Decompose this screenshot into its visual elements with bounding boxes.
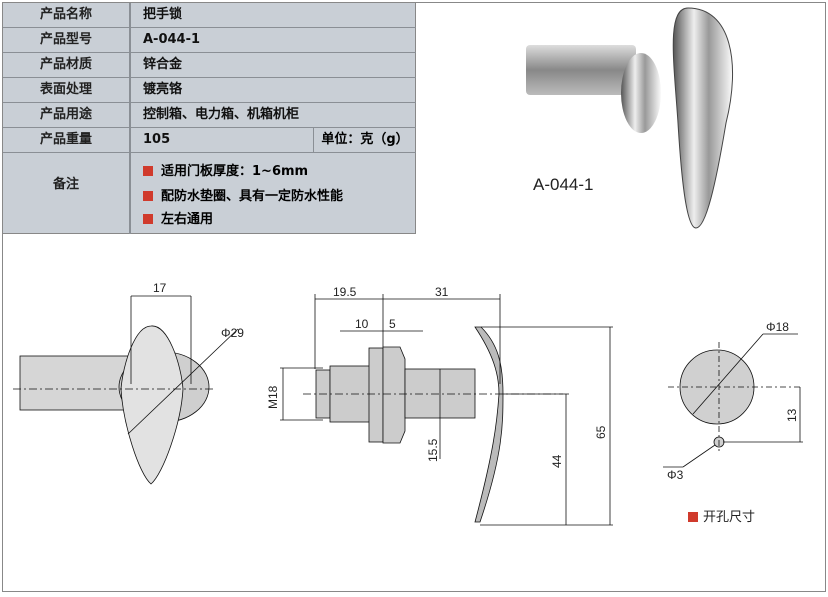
dim-65: 65 xyxy=(594,425,608,439)
row-value: 镀亮铬 xyxy=(143,82,183,97)
dim-thread: M18 xyxy=(266,385,280,409)
note-text: 适用门板厚度：1~6mm xyxy=(161,164,309,179)
handle-lock-photo: A-044-1 xyxy=(526,7,734,229)
row-value: 把手锁 xyxy=(143,7,183,22)
bullet-square-icon xyxy=(143,191,153,201)
row-value: 105 xyxy=(143,132,171,147)
bullet-square-icon xyxy=(143,214,153,224)
spec-row-name: 产品名称把手锁 xyxy=(3,3,416,28)
row-label: 产品用途 xyxy=(3,103,131,127)
note-item: 配防水垫圈、具有一定防水性能 xyxy=(143,188,343,206)
product-photo: A-044-1 xyxy=(416,3,827,234)
cutout-view: 13 Φ18 Φ3 开孔尺寸 xyxy=(663,320,803,524)
dim-width: 17 xyxy=(153,281,167,295)
row-label: 备注 xyxy=(3,153,131,234)
cutout-label: 开孔尺寸 xyxy=(703,509,755,524)
dim-hole-dia: Φ3 xyxy=(667,468,684,482)
spec-row-material: 产品材质锌合金 xyxy=(3,53,416,78)
dim-31: 31 xyxy=(435,285,449,299)
row-value: 控制箱、电力箱、机箱机柜 xyxy=(143,107,300,122)
dim-5: 5 xyxy=(389,317,396,331)
note-text: 配防水垫圈、具有一定防水性能 xyxy=(161,189,344,204)
photo-caption: A-044-1 xyxy=(533,175,593,194)
bullet-square-icon xyxy=(143,166,153,176)
dim-10: 10 xyxy=(355,317,369,331)
row-label: 产品名称 xyxy=(3,3,131,27)
spec-table: 产品名称把手锁 产品型号 A-044-1 产品材质锌合金 表面处理镀亮铬 产品用途… xyxy=(3,3,416,234)
note-text: 左右通用 xyxy=(161,212,214,227)
dim-19-5: 19.5 xyxy=(333,285,357,299)
dim-cutout-dia: Φ18 xyxy=(766,320,789,334)
note-item: 适用门板厚度：1~6mm xyxy=(143,163,308,181)
dim-diameter: Φ29 xyxy=(221,326,244,340)
row-value: 锌合金 xyxy=(143,57,183,72)
dim-44: 44 xyxy=(550,454,564,468)
dim-offset: 13 xyxy=(785,408,799,422)
weight-unit: 单位：克（g） xyxy=(313,128,416,152)
note-item: 左右通用 xyxy=(143,211,213,229)
spec-row-weight: 产品重量 105 单位：克（g） xyxy=(3,128,416,153)
dim-shaft: 15.5 xyxy=(426,438,440,462)
row-label: 表面处理 xyxy=(3,78,131,102)
row-label: 产品型号 xyxy=(3,28,131,52)
spec-row-usage: 产品用途控制箱、电力箱、机箱机柜 xyxy=(3,103,416,128)
spec-row-notes: 备注 适用门板厚度：1~6mm 配防水垫圈、具有一定防水性能 左右通用 xyxy=(3,153,416,234)
row-label: 产品材质 xyxy=(3,53,131,77)
row-value: A-044-1 xyxy=(143,32,201,47)
side-view: 19.5 31 10 5 M18 15.5 44 65 xyxy=(266,285,613,526)
spec-row-model: 产品型号 A-044-1 xyxy=(3,28,416,53)
spec-row-finish: 表面处理镀亮铬 xyxy=(3,78,416,103)
bullet-square-icon xyxy=(688,512,698,522)
row-label: 产品重量 xyxy=(3,128,131,152)
front-view: 17 Φ29 xyxy=(13,281,244,485)
technical-drawing: 17 Φ29 19.5 31 10 5 M18 xyxy=(3,234,827,593)
